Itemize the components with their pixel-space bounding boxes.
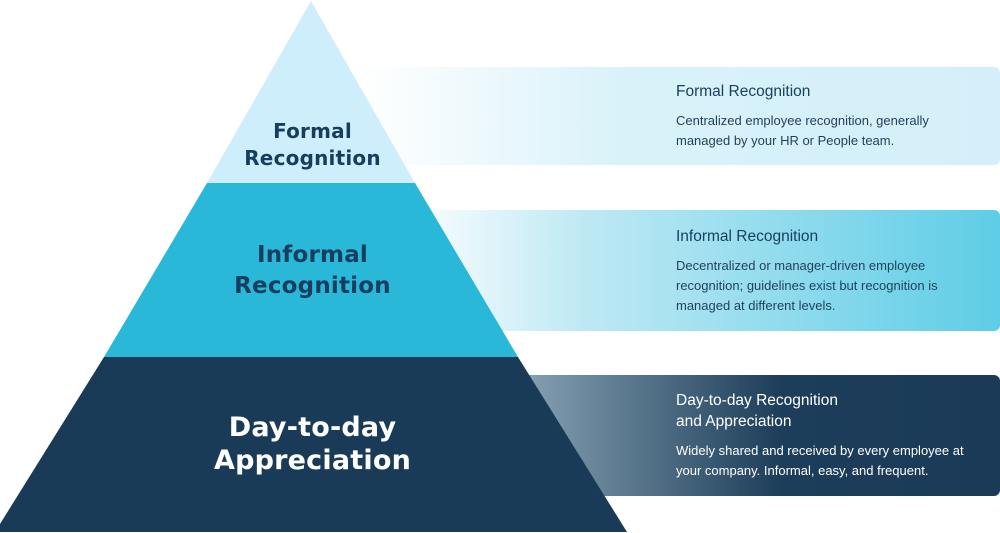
pyramid-label-line: Appreciation xyxy=(214,445,411,476)
pyramid-tier-daily xyxy=(0,357,627,532)
description-title: Informal Recognition xyxy=(676,228,819,245)
description-title: Formal Recognition xyxy=(676,83,811,100)
informal-recognition-description: Informal Recognition Decentralized or ma… xyxy=(676,226,976,316)
description-text: Centralized employee recognition, genera… xyxy=(676,113,929,148)
pyramid-label-line: Formal xyxy=(273,119,352,143)
day-to-day-appreciation-description: Day-to-day Recognition and Appreciation … xyxy=(676,390,976,481)
formal-recognition-description: Formal Recognition Centralized employee … xyxy=(676,81,976,151)
pyramid-label-informal: Informal Recognition xyxy=(185,240,440,302)
pyramid-label-line: Informal xyxy=(256,242,369,268)
description-text: Widely shared and received by every empl… xyxy=(676,443,964,478)
pyramid-label-daily: Day-to-day Appreciation xyxy=(160,411,465,477)
description-title: Day-to-day Recognition and Appreciation xyxy=(676,392,838,430)
description-text: Decentralized or manager-driven employee… xyxy=(676,258,938,313)
formal-recognition-panel xyxy=(0,67,1000,165)
pyramid-label-line: Recognition xyxy=(244,146,381,170)
pyramid-tier-informal xyxy=(104,183,518,357)
pyramid-tier-formal xyxy=(207,1,415,183)
pyramid-label-formal: Formal Recognition xyxy=(210,118,415,172)
pyramid-label-line: Day-to-day xyxy=(228,412,397,443)
pyramid-label-line: Recognition xyxy=(234,273,391,299)
